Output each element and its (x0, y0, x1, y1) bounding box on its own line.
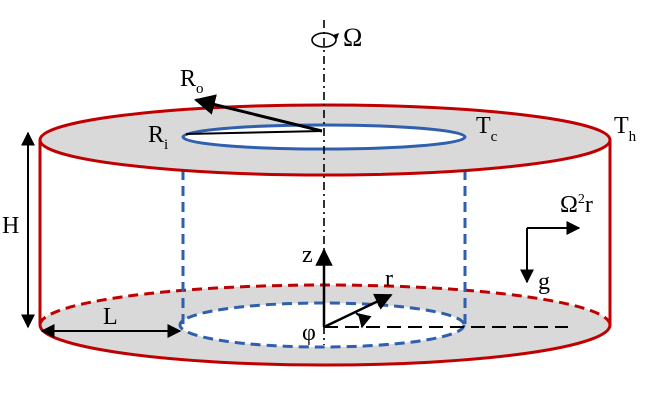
z-label: z (302, 242, 313, 268)
h-label: H (2, 213, 19, 239)
r-label: r (385, 266, 393, 292)
ri-label: Ri (148, 122, 168, 153)
centrifugal-label: Ω2r (560, 192, 593, 218)
l-label: L (103, 304, 118, 330)
ro-label: Ro (180, 66, 204, 97)
phi-angle-arc (355, 312, 372, 329)
r-axis-arrow (323, 293, 393, 329)
phi-label: φ (302, 320, 316, 346)
rotation-arrow-icon (311, 32, 339, 48)
ro-arrow (193, 94, 323, 133)
tc-label: Tc (476, 113, 498, 145)
bottom-outer-ellipse-front (38, 324, 612, 367)
omega-label: Ω (343, 23, 362, 52)
ri-line (185, 130, 323, 135)
g-label: g (538, 269, 550, 295)
bottom-inner-ellipse (178, 301, 466, 349)
th-label: Th (614, 113, 637, 145)
